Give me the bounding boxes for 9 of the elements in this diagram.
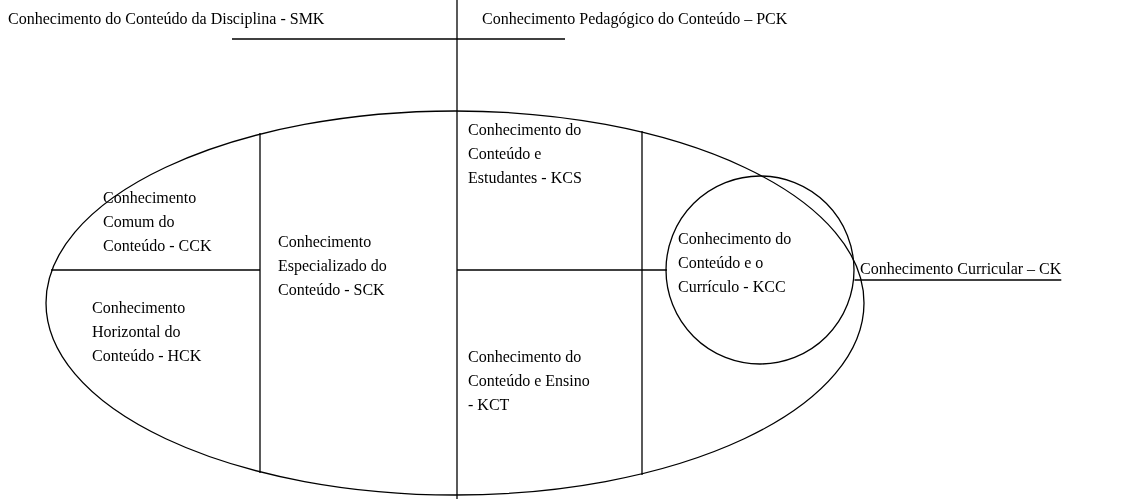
heading-label: Conhecimento do Conteúdo da Disciplina - SMK [8,10,325,28]
leader-line [853,279,1062,281]
text-label: Conhecimento Curricular – CK [860,259,1062,279]
text-label: Conhecimento do Conteúdo e Ensino - KCT [468,347,591,415]
text-label: Conhecimento do Conteúdo e o Currículo - KCC [678,229,793,297]
text-label: Conhecimento Horizontal do Conteúdo - HCK [92,298,203,366]
text-label: Conhecimento do Conteúdo e Estudantes - KCS [468,120,583,188]
heading-label: Conhecimento Pedagógico do Conteúdo – PCK [482,10,788,28]
text-label: Conhecimento Especializado do Conteúdo - SCK [278,232,388,300]
